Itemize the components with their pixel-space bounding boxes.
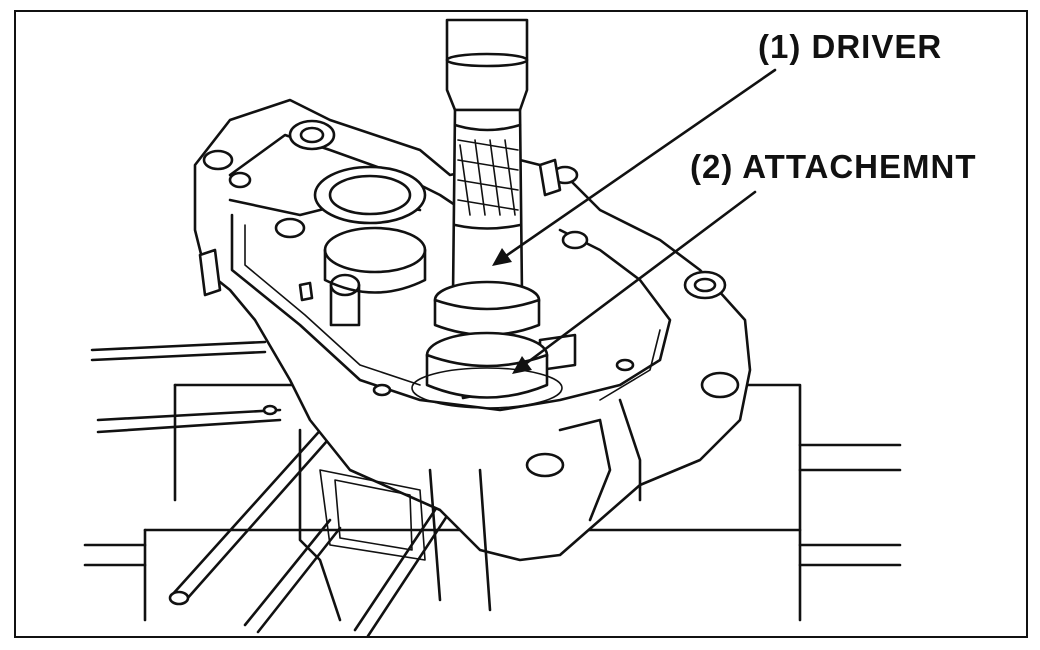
leader-arrows — [492, 68, 777, 374]
driver-leader-line — [498, 68, 777, 262]
attachment-leader-line — [518, 190, 757, 370]
driver-arrowhead — [492, 248, 512, 266]
attachment-arrowhead — [512, 356, 532, 374]
callout-attachment-label: (2) ATTACHEMNT — [690, 148, 977, 185]
callout-driver-label: (1) DRIVER — [758, 28, 943, 65]
